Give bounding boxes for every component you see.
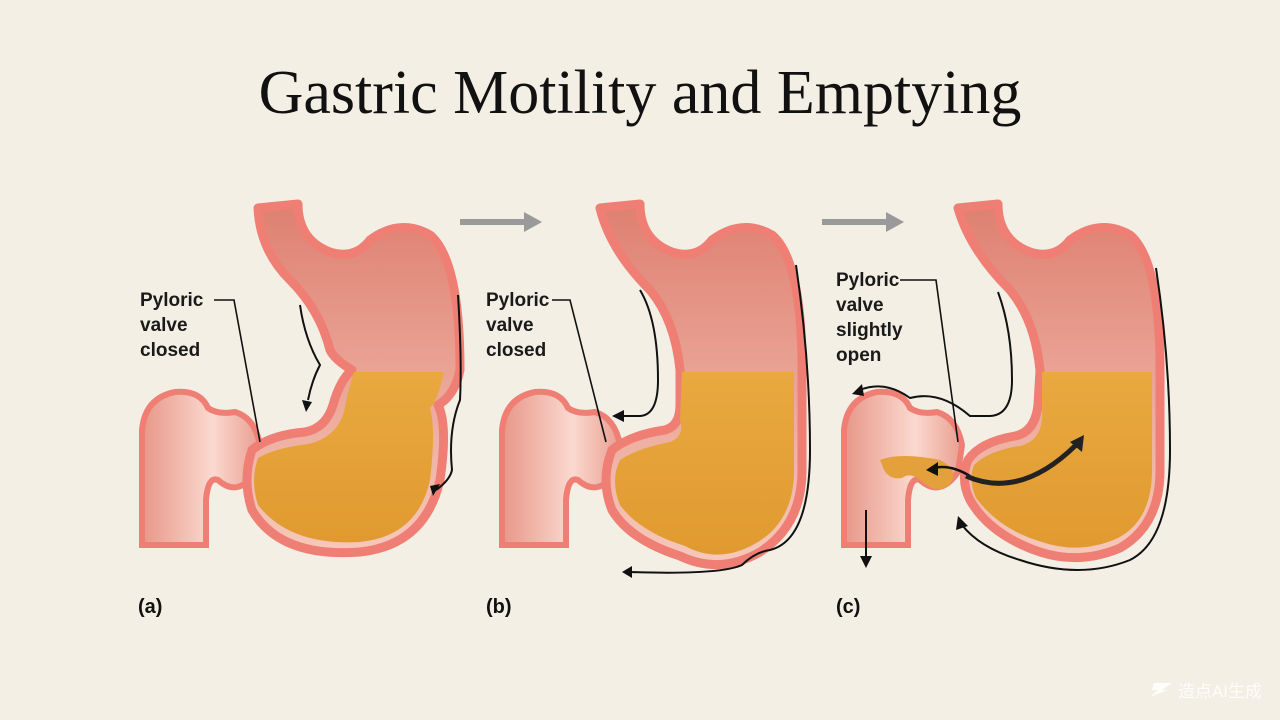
panel-letter-c: (c) <box>836 596 861 618</box>
pyloric-valve-label: Pyloric valve slightly open <box>836 270 903 366</box>
panel-b: Pyloric valve closed <box>480 180 860 580</box>
pyloric-valve-label: Pyloric valve closed <box>486 290 550 361</box>
watermark: 造点AI生成 <box>1149 677 1262 702</box>
panel-a: Pyloric valve closed <box>130 180 510 580</box>
panel-letter-b: (b) <box>486 596 512 618</box>
stomach-illustration-a <box>139 199 465 558</box>
step-arrow-icon <box>460 212 542 232</box>
panel-letter-a: (a) <box>138 596 163 618</box>
stomach-illustration-c <box>841 199 1172 571</box>
pyloric-valve-label: Pyloric valve closed <box>140 290 204 361</box>
panel-c: Pyloric valve slightly open <box>830 180 1210 580</box>
watermark-text: 造点AI生成 <box>1177 682 1262 701</box>
lightning-logo-icon <box>1149 682 1172 697</box>
page-title: Gastric Motility and Emptying <box>258 59 1022 127</box>
step-arrow-icon <box>822 212 904 232</box>
stomach-illustration-b <box>499 199 812 578</box>
